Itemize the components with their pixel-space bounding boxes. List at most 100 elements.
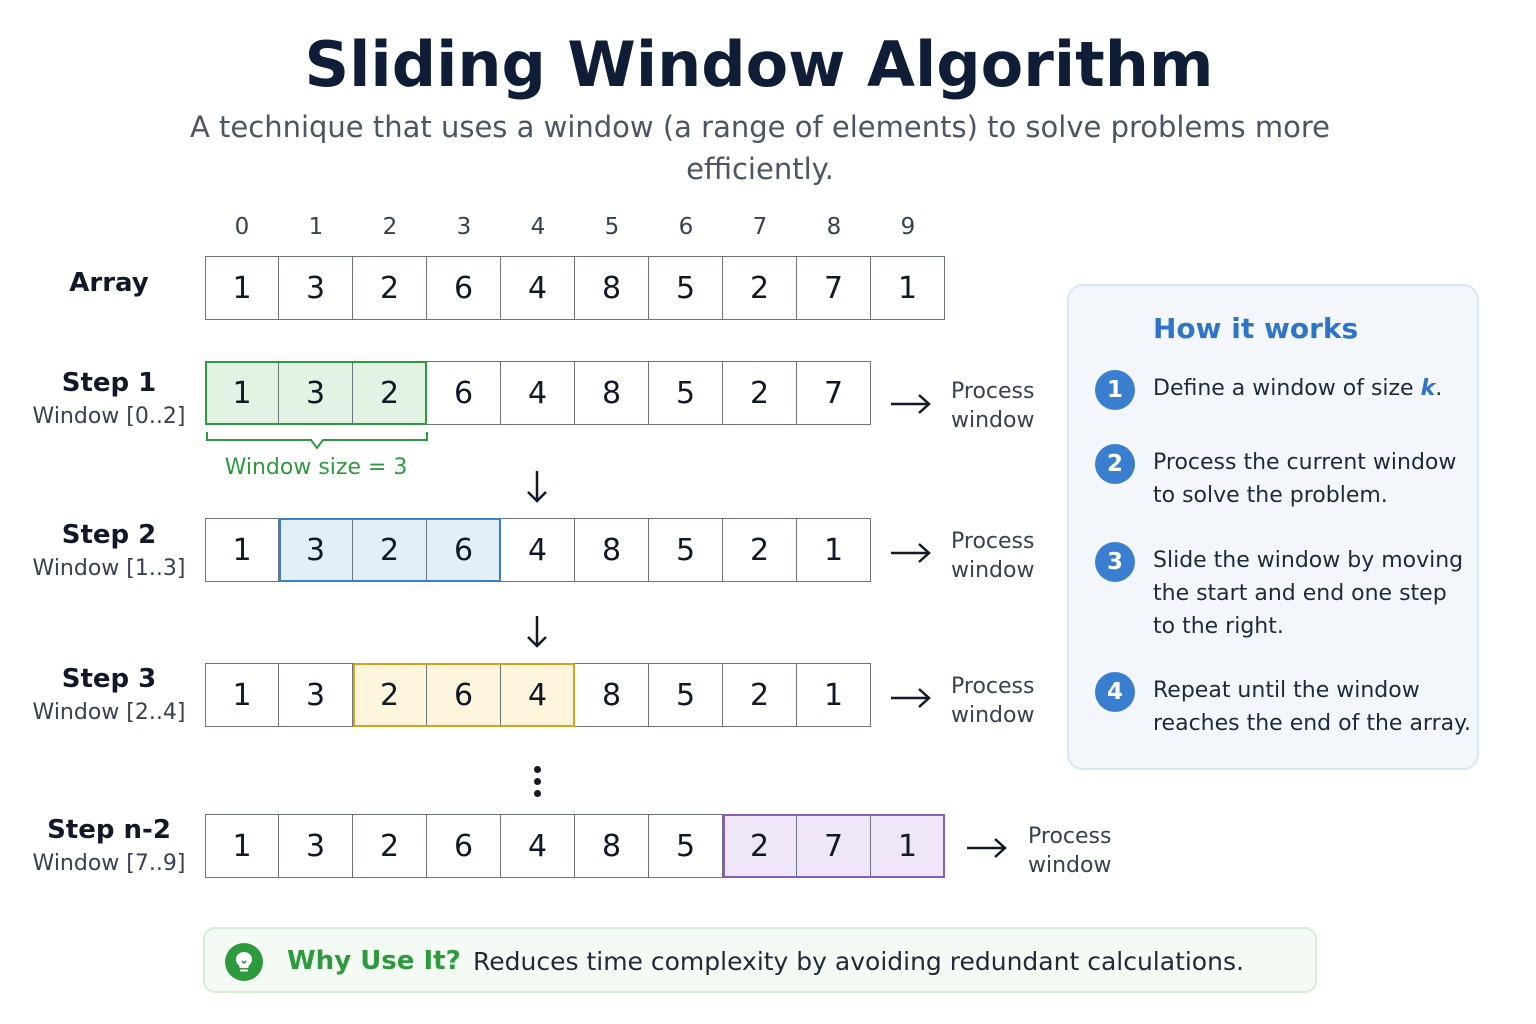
- step-n-2-cell: 5: [649, 814, 723, 878]
- step-3-window-range: Window [2..4]: [32, 700, 186, 725]
- step-number-badge: 2: [1095, 444, 1135, 484]
- step-n-2-cell: 2: [353, 814, 427, 878]
- step-3-cell: 6: [427, 663, 501, 727]
- why-use-it-banner: Why Use It? Reduces time complexity by a…: [203, 927, 1317, 993]
- step-2-cell: 4: [501, 518, 575, 582]
- step-n-2-cell: 7: [797, 814, 871, 878]
- step-number-badge: 3: [1095, 542, 1135, 582]
- step-3-process-label: Process window: [951, 674, 1035, 728]
- step-n-2-window-range: Window [7..9]: [32, 851, 186, 876]
- arrow-right-icon: [967, 838, 1007, 858]
- step-1-cell: 2: [353, 361, 427, 425]
- how-step-1-text-before: Define a window of size: [1153, 376, 1421, 401]
- step-3-cell: 2: [353, 663, 427, 727]
- step-2-label: Step 2: [61, 520, 157, 550]
- step-1-cell: 2: [723, 361, 797, 425]
- array-cell: 2: [353, 256, 427, 320]
- step-2-cell: 2: [353, 518, 427, 582]
- array-label-group: Array: [14, 266, 204, 300]
- step-n-2-label-group: Step n-2 Window [7..9]: [14, 813, 204, 881]
- index-label: 2: [382, 214, 398, 240]
- step-1-window-range: Window [0..2]: [32, 404, 186, 429]
- page-subtitle: A technique that uses a window (a range …: [189, 110, 1331, 186]
- step-n-2-cell: 1: [205, 814, 279, 878]
- index-label: 5: [604, 214, 620, 240]
- index-label: 7: [752, 214, 768, 240]
- step-n-2-label: Step n-2: [47, 815, 171, 845]
- array-cell: 7: [797, 256, 871, 320]
- step-1-cell: 5: [649, 361, 723, 425]
- step-n-2-cell: 2: [723, 814, 797, 878]
- arrow-down-icon: [527, 471, 547, 503]
- step-2-window-range: Window [1..3]: [32, 556, 186, 581]
- step-3-cell: 8: [575, 663, 649, 727]
- step-1-label-group: Step 1 Window [0..2]: [14, 366, 204, 434]
- step-3-label: Step 3: [61, 664, 157, 694]
- how-step-2-text: Process the current window to solve the …: [1153, 450, 1457, 508]
- step-1-cell: 6: [427, 361, 501, 425]
- step-2-cell: 1: [797, 518, 871, 582]
- lightbulb-icon: [225, 943, 263, 981]
- step-number-badge: 1: [1095, 370, 1135, 410]
- arrow-right-icon: [891, 688, 931, 708]
- array-cell: 8: [575, 256, 649, 320]
- step-3-cell: 3: [279, 663, 353, 727]
- index-label: 6: [678, 214, 694, 240]
- arrow-right-icon: [891, 543, 931, 563]
- step-2-cell: 6: [427, 518, 501, 582]
- array-cell: 6: [427, 256, 501, 320]
- array-cell: 1: [205, 256, 279, 320]
- index-label: 1: [308, 214, 324, 240]
- step-3-cell: 4: [501, 663, 575, 727]
- step-3-cell: 1: [797, 663, 871, 727]
- vertical-ellipsis-icon: [531, 766, 543, 802]
- step-1-cell: 7: [797, 361, 871, 425]
- step-n-2-cell: 6: [427, 814, 501, 878]
- arrow-right-icon: [891, 394, 931, 414]
- step-2-process-label: Process window: [951, 529, 1035, 583]
- step-n-2-process-label: Process window: [1028, 824, 1112, 878]
- array-cell: 3: [279, 256, 353, 320]
- array-cell: 2: [723, 256, 797, 320]
- step-3-label-group: Step 3 Window [2..4]: [14, 662, 204, 730]
- step-3-cell: 2: [723, 663, 797, 727]
- how-step-1-text-after: .: [1435, 376, 1443, 401]
- index-label: 3: [456, 214, 472, 240]
- array-cell: 4: [501, 256, 575, 320]
- why-use-it-text: Reduces time complexity by avoiding redu…: [473, 947, 1244, 976]
- step-n-2-cell: 4: [501, 814, 575, 878]
- page-title: Sliding Window Algorithm: [304, 28, 1214, 101]
- step-1-cell: 4: [501, 361, 575, 425]
- step-n-2-cell: 1: [871, 814, 945, 878]
- step-1-cell: 8: [575, 361, 649, 425]
- step-2-cell: 2: [723, 518, 797, 582]
- why-use-it-label: Why Use It?: [287, 946, 461, 976]
- step-2-label-group: Step 2 Window [1..3]: [14, 518, 204, 586]
- index-label: 9: [900, 214, 916, 240]
- array-label: Array: [69, 268, 149, 298]
- step-2-cell: 5: [649, 518, 723, 582]
- step-2-cell: 1: [205, 518, 279, 582]
- step-2-cell: 3: [279, 518, 353, 582]
- how-it-works-panel: How it works 1 Define a window of size k…: [1067, 284, 1479, 770]
- how-step-4-text: Repeat until the window reaches the end …: [1153, 678, 1471, 736]
- step-1-process-label: Process window: [951, 379, 1035, 433]
- step-n-2-cell: 3: [279, 814, 353, 878]
- index-label: 4: [530, 214, 546, 240]
- step-1-cell: 1: [205, 361, 279, 425]
- step-2-cell: 8: [575, 518, 649, 582]
- array-cell: 1: [871, 256, 945, 320]
- step-n-2-cell: 8: [575, 814, 649, 878]
- index-label: 8: [826, 214, 842, 240]
- window-size-label: Window size = 3: [224, 455, 408, 480]
- step-1-label: Step 1: [61, 368, 157, 398]
- step-number-badge: 4: [1095, 672, 1135, 712]
- step-3-cell: 1: [205, 663, 279, 727]
- how-step-1-text: Define a window of size k.: [1153, 372, 1473, 405]
- window-size-brace: [206, 432, 428, 450]
- arrow-down-icon: [527, 616, 547, 648]
- step-1-cell: 3: [279, 361, 353, 425]
- step-3-cell: 5: [649, 663, 723, 727]
- how-it-works-title: How it works: [1153, 312, 1359, 345]
- index-label: 0: [234, 214, 250, 240]
